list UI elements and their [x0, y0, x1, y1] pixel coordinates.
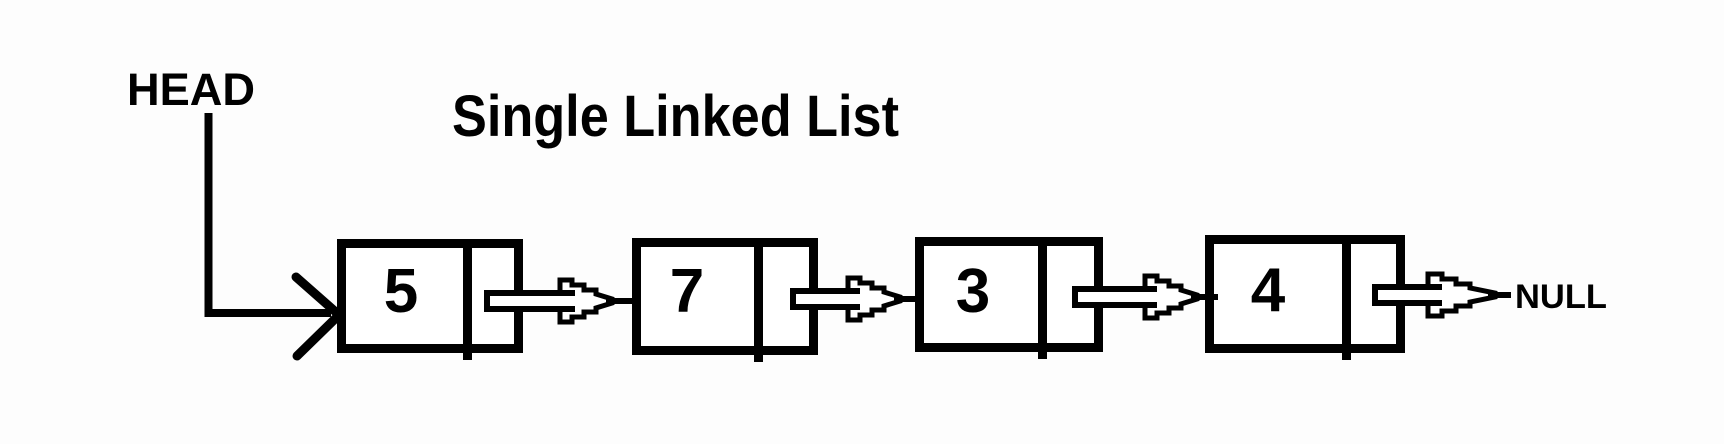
- arrow-shaft: [484, 290, 575, 312]
- arrow-shaft: [1072, 286, 1157, 308]
- head-label: HEAD: [127, 64, 255, 115]
- node-box: [1205, 235, 1405, 353]
- node-box: [632, 238, 818, 355]
- list-node-3: 3: [915, 237, 1103, 359]
- arrow-shaft-fill: [796, 294, 862, 304]
- list-node-2: 7: [632, 238, 818, 362]
- next-pointer-arrow-3: [1072, 273, 1218, 321]
- diagram-title: Single Linked List: [452, 84, 899, 149]
- arrow-shaft-fill: [490, 296, 575, 306]
- node-box: [915, 237, 1103, 352]
- null-pointer-arrow: [1372, 271, 1511, 319]
- next-pointer-arrow-2: [790, 275, 919, 323]
- arrow-shaft-fill: [1378, 290, 1444, 300]
- arrow-shaft-fill: [1078, 292, 1159, 302]
- node-value: 7: [670, 257, 704, 326]
- head-arrowhead-icon: [291, 272, 344, 361]
- next-pointer-arrow-1: [484, 277, 637, 325]
- arrow-shaft: [1372, 284, 1442, 306]
- node-value: 3: [956, 257, 990, 326]
- null-label: NULL: [1515, 278, 1607, 316]
- arrow-shaft: [790, 288, 860, 310]
- node-value: 5: [384, 257, 418, 326]
- head-pointer-line: [204, 113, 331, 317]
- node-value: 4: [1251, 256, 1286, 325]
- list-node-4: 4: [1205, 235, 1405, 360]
